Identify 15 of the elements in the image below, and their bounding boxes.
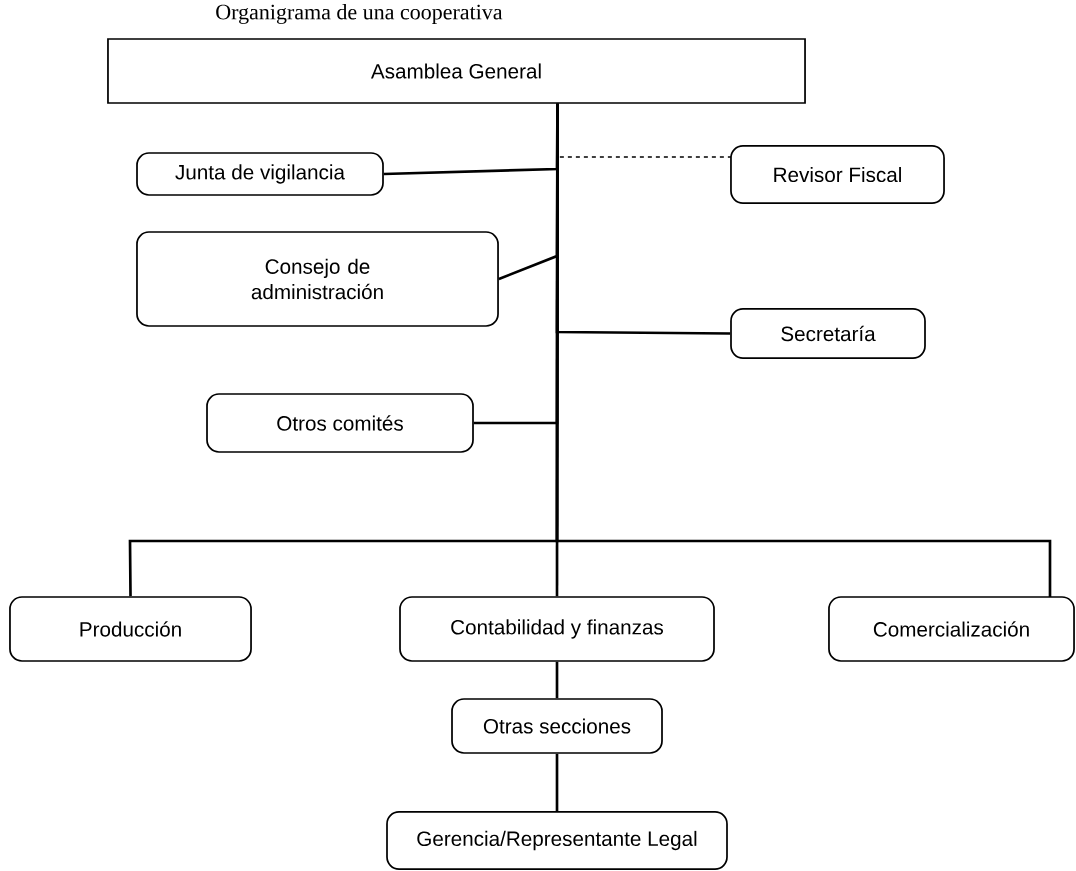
connector-line xyxy=(555,661,559,699)
committee-box: Revisor Fiscal xyxy=(730,145,945,204)
committee-box: Consejo de administración xyxy=(136,231,499,327)
title-box: Asamblea General xyxy=(107,38,806,104)
department-box: Gerencia/Representante Legal xyxy=(386,811,728,870)
connector-line xyxy=(555,753,559,812)
committee-box: Otros comités xyxy=(206,393,474,453)
department-box: Comercialización xyxy=(828,596,1075,662)
department-box: Producción xyxy=(9,596,252,662)
committee-box: Secretaría xyxy=(730,308,926,359)
department-box: Otras secciones xyxy=(451,698,663,754)
department-box: Contabilidad y finanzas xyxy=(399,596,715,662)
chart-title: Organigrama de una cooperativa xyxy=(216,4,503,24)
committee-box: Junta de vigilancia xyxy=(136,152,384,196)
connector-line xyxy=(555,103,1052,597)
